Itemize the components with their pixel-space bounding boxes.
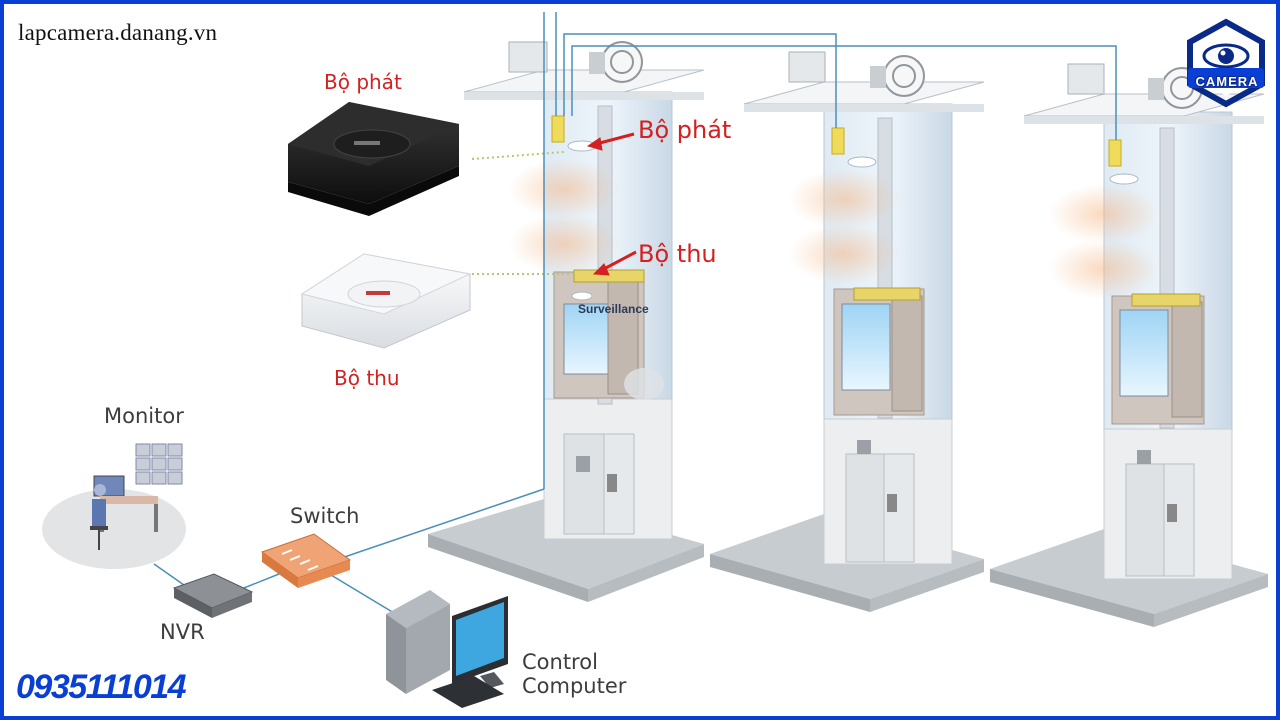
control-computer-label-line2: Computer xyxy=(522,674,627,698)
transmitter-callout: Bộ phát xyxy=(638,116,732,144)
control-computer-label-line1: Control xyxy=(522,650,598,674)
receiver-device-label: Bộ thu xyxy=(334,366,400,390)
nvr-device xyxy=(172,573,254,618)
site-watermark: lapcamera.danang.vn xyxy=(18,20,218,45)
monitor-room xyxy=(42,443,186,569)
phone-number: 0935111014 xyxy=(16,668,187,706)
device-leaders xyxy=(471,151,574,275)
top-cables xyxy=(555,12,1117,140)
monitor-label: Monitor xyxy=(104,404,184,428)
logo-text: CAMERA xyxy=(1195,74,1259,89)
control-computer-label: Control Computer xyxy=(522,650,626,698)
control-computer xyxy=(386,590,508,708)
transmitter-device-label: Bộ phát xyxy=(324,70,402,94)
camera-eye-icon xyxy=(1187,18,1265,108)
switch-device xyxy=(260,533,352,588)
elevator-tower-1 xyxy=(428,41,705,602)
receiver-callout: Bộ thu xyxy=(638,240,717,268)
nvr-label: NVR xyxy=(160,620,205,644)
elevator-tower-3 xyxy=(990,63,1268,627)
surveillance-camera-label: Surveillance xyxy=(578,302,649,316)
elevator-wireless-diagram xyxy=(42,12,1268,708)
elevator-tower-2 xyxy=(710,51,985,612)
receiver-device xyxy=(300,253,472,349)
switch-label: Switch xyxy=(290,504,360,528)
transmitter-device xyxy=(288,102,459,216)
callout-arrows xyxy=(586,132,637,276)
